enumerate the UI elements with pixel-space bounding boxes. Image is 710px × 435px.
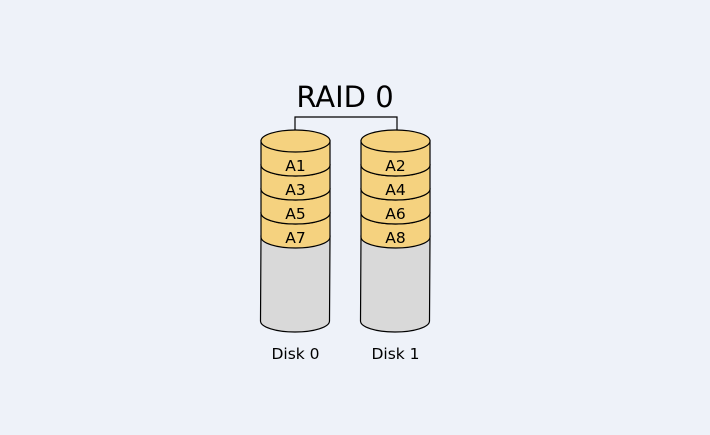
disk-1-block-1-label: A2: [385, 157, 405, 175]
connector-bracket: [294, 116, 398, 140]
disk-0-block-4-label: A7: [285, 229, 305, 247]
diagram-title: RAID 0: [296, 80, 393, 114]
disk-1: A8 A6 A4 A2 Disk 1: [359, 129, 431, 363]
disk-1-body: [359, 235, 431, 333]
disk-0-block-2-label: A3: [285, 181, 305, 199]
disk-0-label: Disk 0: [271, 345, 319, 363]
disk-1-top-cap: [360, 129, 431, 153]
disk-0-block-3-label: A5: [285, 205, 305, 223]
disk-1-block-4-label: A8: [385, 229, 405, 247]
disk-0-block-1-label: A1: [285, 157, 305, 175]
disk-0: A7 A5 A3 A1 Disk 0: [259, 129, 331, 363]
disk-0-block-1: A1: [260, 129, 331, 177]
disk-0-top-cap: [260, 129, 331, 153]
disk-1-block-2-label: A4: [385, 181, 405, 199]
disk-1-label: Disk 1: [371, 345, 419, 363]
disk-1-block-3-label: A6: [385, 205, 405, 223]
disk-0-body: [259, 235, 331, 333]
disk-1-block-1: A2: [360, 129, 431, 177]
